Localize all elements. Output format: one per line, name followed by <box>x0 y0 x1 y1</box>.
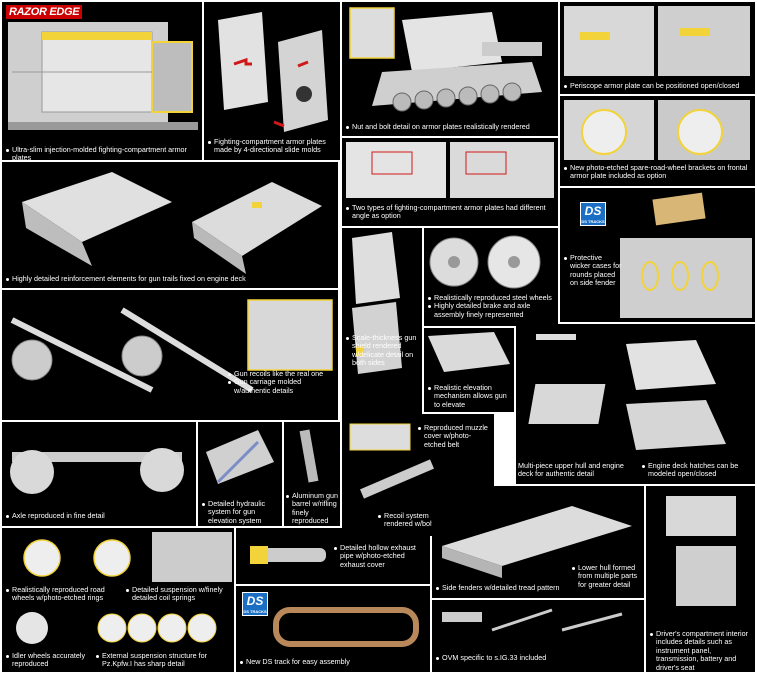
panel-ovm: OVM specific to s.IG.33 included <box>432 600 644 672</box>
caption: Protective wicker cases for rounds place… <box>564 253 622 288</box>
caption: Highly detailed reinforcement elements f… <box>6 274 334 283</box>
caption: Lower hull formed from multiple parts fo… <box>572 563 642 589</box>
engine-deck-illustration <box>22 172 322 274</box>
caption: Realistically reproduced steel wheels <box>428 293 556 302</box>
panel-periscope: Periscope armor plate can be positioned … <box>560 2 755 94</box>
panel-lower-hull: Side fenders w/detailed tread pattern Lo… <box>432 486 644 598</box>
wheel-bracket-illustration <box>564 100 750 160</box>
caption: Periscope armor plate can be positioned … <box>564 81 752 90</box>
panel-suspension: Realistically reproduced road wheels w/p… <box>2 528 234 672</box>
razor-edge-logo: RAZOR EDGE <box>6 5 83 19</box>
slide-mold-illustration <box>218 12 328 132</box>
panel-axle: Axle reproduced in fine detail <box>2 422 196 526</box>
driver-compartment-illustration <box>666 496 736 606</box>
caption: Gun carriage molded w/authentic details <box>228 378 336 395</box>
caption: Two types of fighting-compartment armor … <box>346 203 554 221</box>
periscope-illustration <box>564 6 750 76</box>
panel-alu-barrel: Aluminum gun barrel w/rifling finely rep… <box>284 422 340 526</box>
caption: Realistically reproduced road wheels w/p… <box>6 585 116 603</box>
upper-hull-illustration <box>528 334 726 450</box>
panel-driver-compartment: Driver's compartment interior includes d… <box>646 486 755 672</box>
gun-carriage-illustration <box>10 299 333 393</box>
caption: Ultra-slim injection-molded fighting-com… <box>6 145 200 160</box>
caption: New DS track for easy assembly <box>240 657 428 666</box>
barrel-illustration <box>299 429 319 483</box>
panel-slide-mold-plates: Fighting-compartment armor plates made b… <box>204 2 340 160</box>
panel-exhaust: Detailed hollow exhaust pipe w/photo-etc… <box>236 528 430 584</box>
panel-upper-hull: Multi-piece upper hull and engine deck f… <box>516 324 755 484</box>
caption: Engine deck hatches can be modeled open/… <box>642 461 752 479</box>
panel-wheel-brackets: New photo-etched spare-road-wheel bracke… <box>560 96 755 186</box>
caption: Highly detailed brake and axle assembly … <box>428 302 556 319</box>
caption: Axle reproduced in fine detail <box>6 511 194 520</box>
caption: Fighting-compartment armor plates made b… <box>208 137 336 155</box>
gun-shield-illustration <box>352 232 402 374</box>
caption: Idler wheels accurately reproduced <box>6 651 86 669</box>
caption: Detailed suspension w/finely detailed co… <box>126 585 232 603</box>
ovm-illustration <box>442 608 623 632</box>
panel-engine-deck: Highly detailed reinforcement elements f… <box>2 162 338 288</box>
caption: Multi-piece upper hull and engine deck f… <box>516 461 628 479</box>
vehicle-illustration <box>349 7 542 112</box>
exhaust-illustration <box>250 546 326 564</box>
armor-plates-illustration <box>8 22 198 130</box>
caption: OVM specific to s.IG.33 included <box>436 653 636 662</box>
panel-elevation: Realistic elevation mechanism allows gun… <box>424 328 514 412</box>
elevation-illustration <box>428 332 510 372</box>
wicker-illustration <box>620 192 752 318</box>
caption: Detailed hollow exhaust pipe w/photo-etc… <box>334 543 428 569</box>
axle-illustration <box>10 448 184 494</box>
panel-nut-bolt: Nut and bolt detail on armor plates real… <box>342 2 558 136</box>
panel-plate-types: Two types of fighting-compartment armor … <box>342 138 558 226</box>
hydraulic-illustration <box>206 430 274 484</box>
caption: Nut and bolt detail on armor plates real… <box>346 122 554 131</box>
caption: Side fenders w/detailed tread pattern <box>436 583 566 592</box>
caption: Scale-thickness gun shield rendered w/de… <box>346 333 420 368</box>
caption: New photo-etched spare-road-wheel bracke… <box>564 163 752 181</box>
lower-hull-illustration <box>442 506 632 578</box>
track-illustration <box>273 607 419 647</box>
panel-gun-shield: Scale-thickness gun shield rendered w/de… <box>342 228 422 428</box>
caption: Aluminum gun barrel w/rifling finely rep… <box>286 491 340 526</box>
caption: Reproduced muzzle cover w/photo-etched b… <box>418 423 492 449</box>
caption: Realistic elevation mechanism allows gun… <box>428 383 512 409</box>
caption: Detailed hydraulic system for gun elevat… <box>202 499 282 525</box>
panel-hydraulic: Detailed hydraulic system for gun elevat… <box>198 422 282 526</box>
caption: Driver's compartment interior includes d… <box>650 629 754 672</box>
plate-types-illustration <box>346 142 554 198</box>
panel-armor-plates: RAZOR EDGE Ultra-slim injection-molded f… <box>2 2 202 160</box>
caption: External suspension structure for Pz.Kpf… <box>96 651 232 669</box>
suspension-illustration <box>16 532 232 644</box>
steel-wheels-illustration <box>429 235 541 289</box>
caption: Gun recoils like the real one <box>228 369 336 378</box>
